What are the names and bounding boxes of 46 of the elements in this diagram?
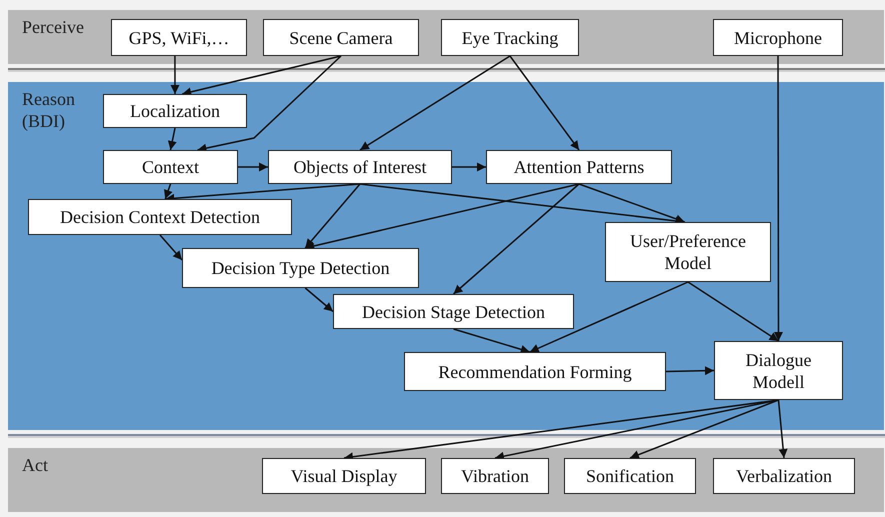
process-box: Context bbox=[103, 150, 238, 184]
process-box: Microphone bbox=[713, 19, 843, 56]
process-box: Decision Type Detection bbox=[182, 248, 419, 288]
arrow bbox=[509, 56, 580, 150]
arrow bbox=[238, 162, 268, 172]
arrow bbox=[578, 183, 685, 224]
arrow bbox=[304, 184, 361, 248]
arrow bbox=[360, 55, 510, 151]
arrow bbox=[453, 183, 580, 295]
process-box: User/Preference Model bbox=[605, 222, 771, 282]
arrow bbox=[170, 56, 180, 94]
process-box: Vibration bbox=[441, 458, 549, 494]
arrow bbox=[630, 399, 779, 459]
arrow bbox=[182, 55, 342, 96]
process-box: Dialogue Modell bbox=[714, 341, 843, 400]
arrow bbox=[666, 366, 714, 376]
arrow bbox=[529, 281, 688, 353]
arrow bbox=[197, 55, 342, 153]
process-box: Eye Tracking bbox=[441, 19, 579, 56]
process-box: Visual Display bbox=[262, 458, 426, 494]
process-box: Attention Patterns bbox=[486, 150, 672, 184]
process-box: Decision Stage Detection bbox=[333, 294, 574, 329]
process-box: Decision Context Detection bbox=[28, 199, 292, 235]
arrow bbox=[164, 184, 172, 200]
process-box: Verbalization bbox=[713, 458, 855, 494]
arrow bbox=[305, 183, 580, 250]
process-box: Recommendation Forming bbox=[404, 352, 666, 391]
arrow bbox=[778, 400, 788, 458]
process-box: Scene Camera bbox=[263, 19, 419, 56]
band-label: Reason (BDI) bbox=[22, 88, 76, 132]
band-panel bbox=[8, 82, 884, 430]
process-box: Objects of Interest bbox=[268, 150, 452, 184]
band-label: Act bbox=[22, 454, 49, 476]
band-panel bbox=[8, 448, 884, 512]
arrow bbox=[168, 128, 177, 150]
process-box: Sonification bbox=[564, 458, 696, 494]
band-panel bbox=[8, 10, 884, 64]
arrow bbox=[159, 234, 183, 260]
arrow bbox=[774, 56, 783, 341]
arrow bbox=[304, 287, 334, 312]
arrow bbox=[452, 162, 486, 172]
process-box: Localization bbox=[103, 94, 247, 128]
arrow bbox=[688, 281, 779, 342]
band-label: Perceive bbox=[22, 16, 85, 38]
arrow bbox=[453, 328, 530, 354]
process-box: GPS, WiFi,… bbox=[111, 19, 247, 56]
